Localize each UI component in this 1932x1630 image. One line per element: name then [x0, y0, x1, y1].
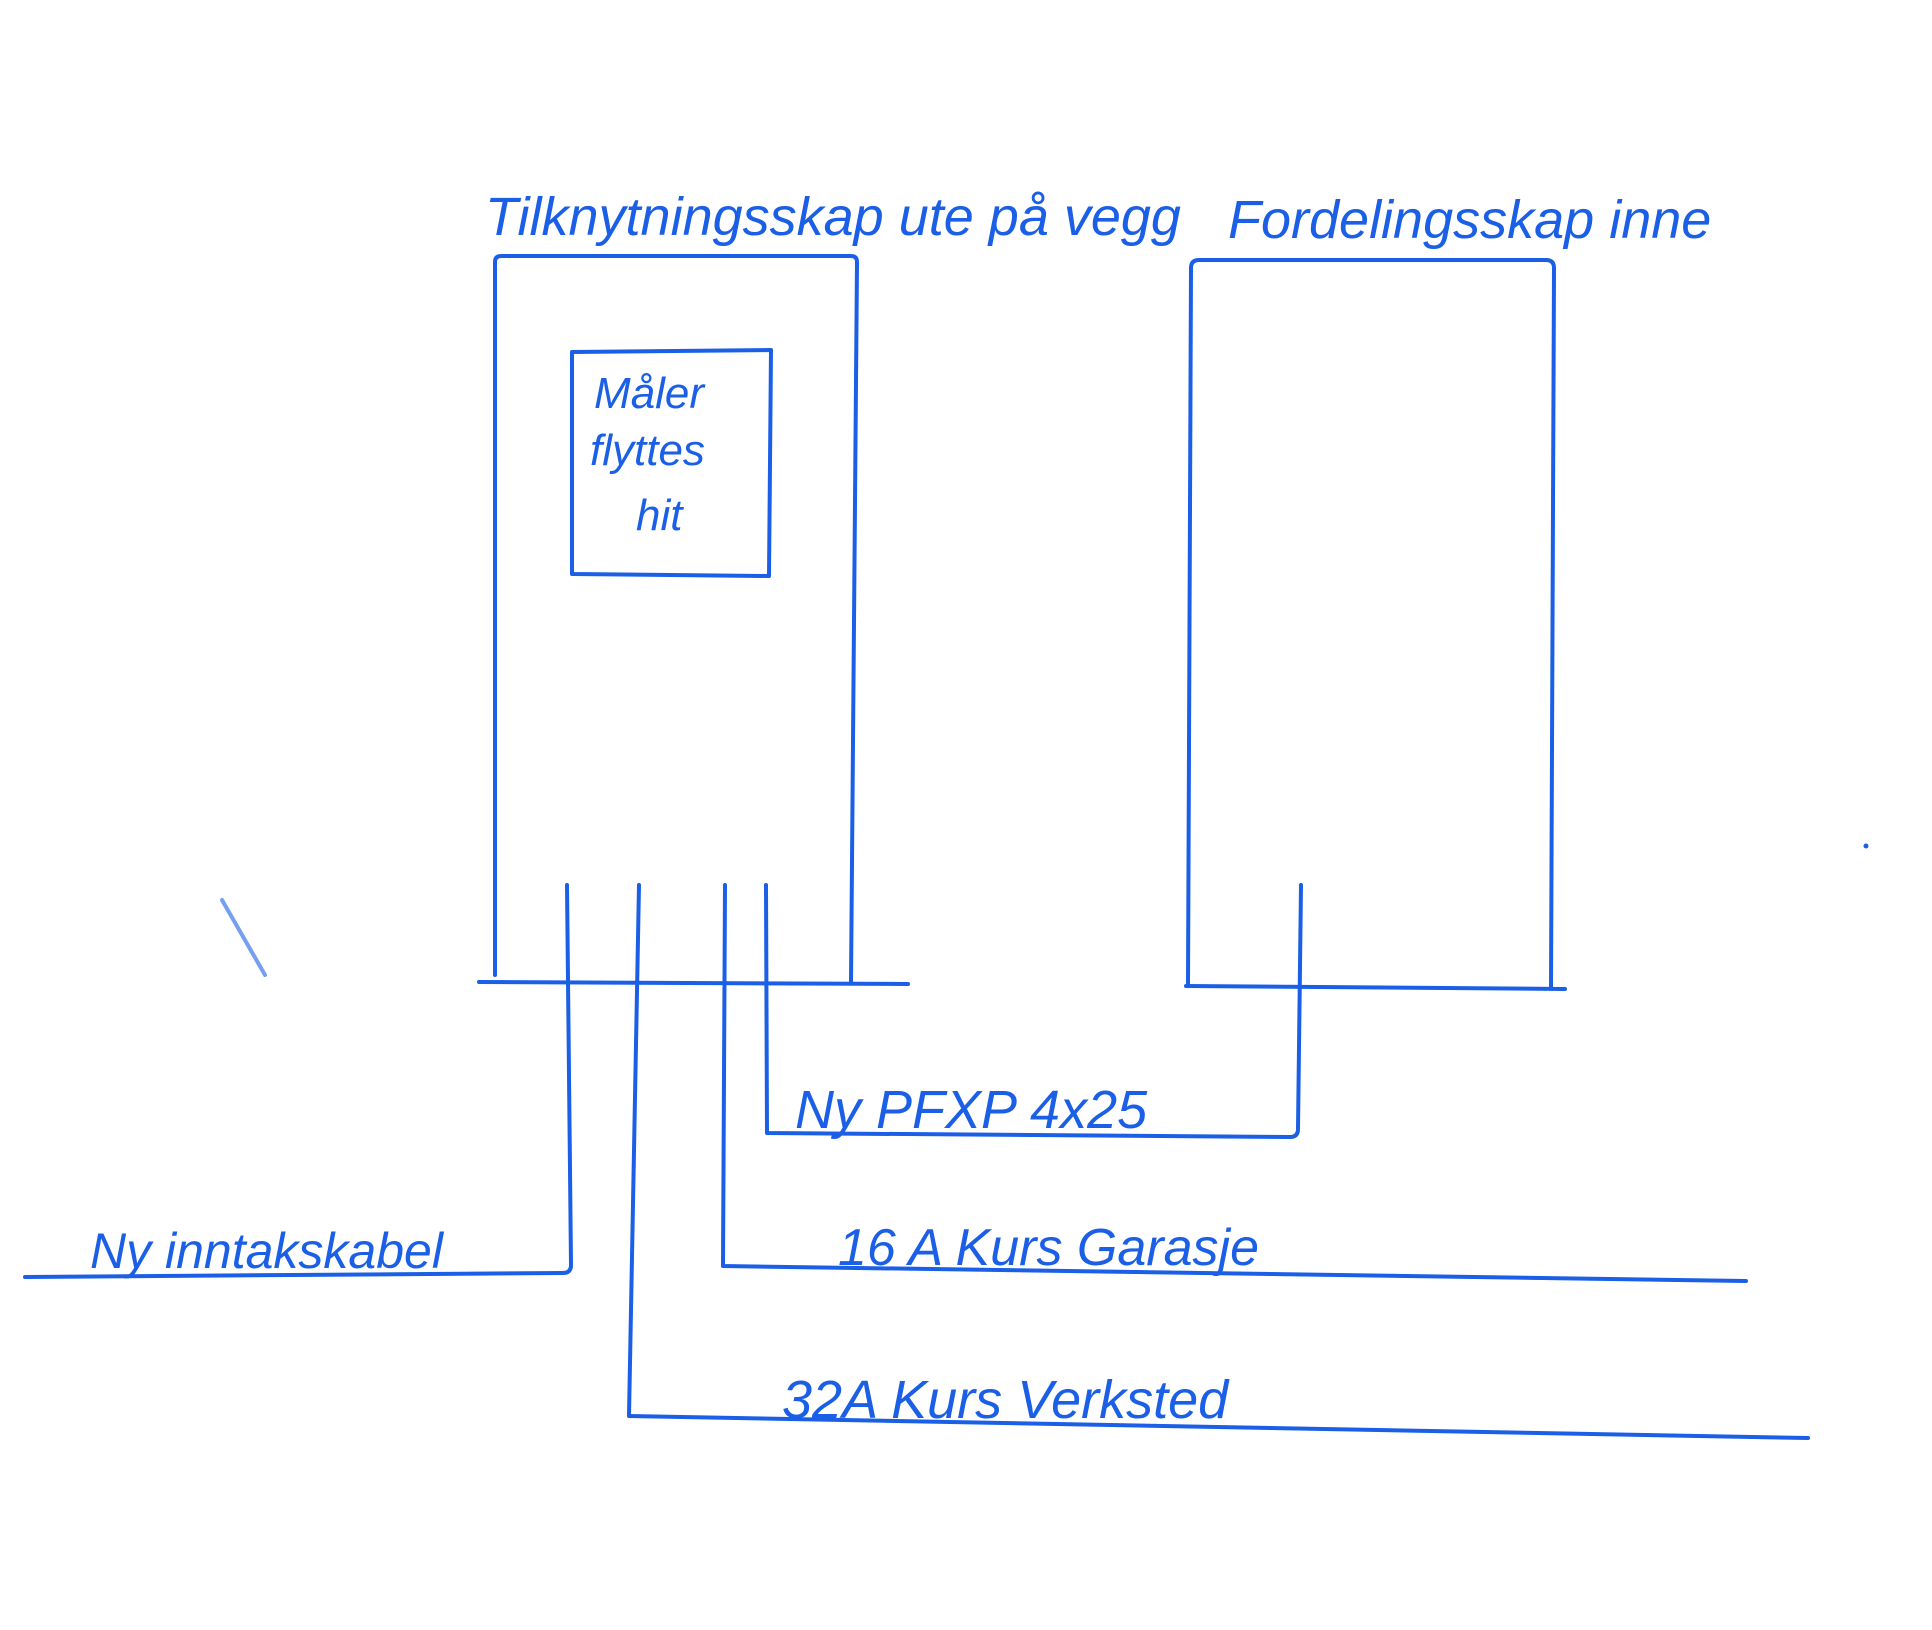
stray-pen-mark	[220, 898, 267, 977]
meter-box	[570, 348, 773, 578]
garage-cable-line	[721, 883, 1748, 1283]
distribution-cabinet-box	[1186, 258, 1556, 990]
connection-cabinet-box	[493, 254, 859, 984]
feeder-cable-line	[764, 883, 1303, 1139]
workshop-cable-label: 32A Kurs Verksted	[782, 1370, 1230, 1430]
intake-cable-label: Ny inntakskabel	[90, 1223, 445, 1279]
stray-dot	[1863, 843, 1869, 849]
meter-label-2: flyttes	[590, 426, 705, 475]
connection-cabinet-bottom	[477, 980, 910, 986]
distribution-cabinet-title: Fordelingsskap inne	[1228, 190, 1711, 250]
distribution-cabinet-bottom	[1184, 984, 1567, 991]
meter-label-1: Måler	[594, 369, 706, 418]
meter-label-3: hit	[636, 491, 684, 540]
garage-cable-label: 16 A Kurs Garasje	[838, 1219, 1259, 1277]
workshop-cable-line	[627, 883, 1810, 1440]
intake-cable-line	[23, 883, 573, 1279]
connection-cabinet-title: Tilknytningsskap ute på vegg	[485, 187, 1181, 247]
feeder-cable-label: Ny PFXP 4x25	[795, 1080, 1148, 1140]
